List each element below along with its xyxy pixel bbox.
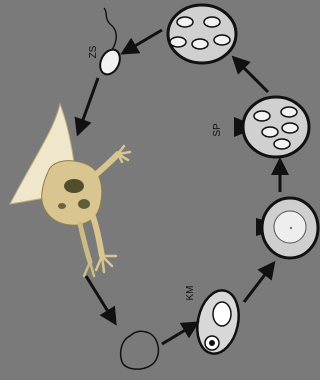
spore <box>214 35 230 45</box>
arrow-shedding <box>86 276 112 318</box>
cyst-vacuole <box>213 302 231 326</box>
cyst-nucleus <box>209 340 215 346</box>
spore <box>274 139 290 149</box>
zoospore <box>96 8 123 78</box>
nucleus <box>290 227 292 229</box>
frog-marking <box>58 203 66 209</box>
encysted-stage-label: KM <box>185 286 196 301</box>
spore <box>204 17 220 27</box>
thallus-core <box>274 211 306 243</box>
mature-sporangium <box>168 5 236 63</box>
encysted-stage <box>192 287 244 358</box>
empty-cell <box>121 331 159 369</box>
arrow-maturation <box>238 62 268 92</box>
frog-marking <box>64 179 84 193</box>
rhizoid <box>256 218 263 236</box>
frog-hind-leg <box>92 214 102 256</box>
sporangium-label: SP <box>212 123 223 137</box>
spore <box>281 107 297 117</box>
arrow-release <box>128 30 162 50</box>
spore <box>282 123 298 133</box>
frog-front-toes <box>118 146 130 162</box>
zoospore-label: ZS <box>88 45 99 58</box>
spore <box>192 39 208 49</box>
immature-thallus <box>256 198 318 258</box>
spore <box>262 127 278 137</box>
zoospore-flagellum <box>104 8 116 50</box>
arrow-encystment <box>162 326 192 344</box>
spore <box>254 111 270 121</box>
spore <box>170 37 186 47</box>
frog-icon <box>10 104 130 276</box>
sporangium-wall <box>168 5 236 63</box>
spore <box>177 17 193 27</box>
arrow-infection <box>80 78 98 128</box>
frog-front-leg <box>94 154 118 176</box>
frog-hind-toes <box>96 256 116 272</box>
zoospore-body <box>96 46 123 77</box>
frog-hind-leg-2 <box>80 224 90 262</box>
frog-marking <box>78 199 90 209</box>
sporangium <box>234 97 309 157</box>
arrow-growth <box>244 268 270 302</box>
frog-hind-toes-2 <box>84 262 94 276</box>
